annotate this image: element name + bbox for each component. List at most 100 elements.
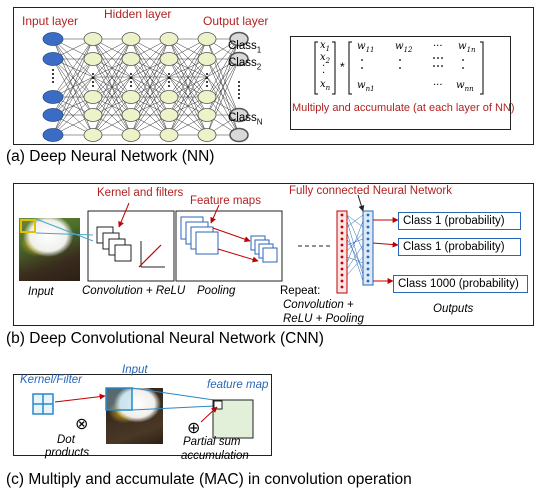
fc-connection bbox=[346, 232, 364, 282]
nn-connection bbox=[168, 38, 208, 98]
nn-classN-label: ClassN bbox=[228, 112, 263, 127]
nn-connection bbox=[206, 38, 240, 78]
fc-neuron bbox=[366, 231, 370, 235]
fc-neuron bbox=[366, 213, 370, 217]
nn-connection bbox=[130, 96, 170, 136]
nn-neuron bbox=[83, 108, 103, 122]
nn-neuron bbox=[83, 32, 103, 46]
nn-neuron bbox=[83, 90, 103, 104]
nn-connection bbox=[130, 76, 170, 136]
cnn-fc-label: Fully connected Neural Network bbox=[289, 185, 452, 197]
fc-connection bbox=[346, 238, 364, 270]
nn-connection bbox=[52, 76, 94, 116]
w11: w11 bbox=[357, 41, 375, 54]
fc-neuron bbox=[366, 279, 370, 283]
nn-class1-label: Class1 bbox=[228, 40, 262, 55]
nn-neuron bbox=[229, 107, 249, 123]
nn-connection bbox=[92, 58, 132, 98]
cnn-diagram bbox=[35, 194, 399, 294]
nn-hidden-layer-label: Hidden layer bbox=[104, 7, 172, 21]
nn-connection bbox=[130, 38, 170, 78]
matrix-dots bbox=[361, 57, 464, 69]
nn-neuron bbox=[159, 52, 179, 66]
nn-connection bbox=[52, 76, 94, 136]
nn-connection bbox=[206, 58, 240, 136]
fc-connection bbox=[346, 214, 364, 252]
fc-neuron bbox=[366, 219, 370, 223]
nn-connection bbox=[52, 38, 94, 78]
cnn-class-box-1: Class 1 (probability) bbox=[398, 212, 521, 230]
fc-neuron bbox=[366, 225, 370, 229]
cnn-class-box-1000: Class 1000 (probability) bbox=[393, 275, 528, 293]
fc-connection bbox=[346, 214, 364, 228]
mac-diagram bbox=[32, 387, 254, 439]
cnn-kernel-label: Kernel and filters bbox=[97, 187, 184, 199]
fc-connection bbox=[346, 220, 364, 276]
nn-connection bbox=[92, 38, 132, 116]
otimes-icon: ⊗ bbox=[75, 416, 89, 433]
fc-connection bbox=[346, 238, 364, 246]
x-dot2: · bbox=[322, 68, 326, 79]
nn-class2-label: Class2 bbox=[228, 57, 262, 72]
cnn-input-label: Input bbox=[28, 286, 54, 298]
fc-neuron bbox=[366, 273, 370, 277]
nn-connection bbox=[92, 38, 132, 98]
nn-connection bbox=[92, 76, 132, 116]
fc-neuron bbox=[340, 249, 344, 253]
cnn-repeat-line2: Convolution + bbox=[283, 299, 354, 311]
nn-connection bbox=[168, 58, 208, 136]
fc-connection bbox=[346, 256, 364, 264]
nn-connection bbox=[92, 38, 132, 78]
fc-neuron bbox=[340, 279, 344, 283]
nn-neuron bbox=[121, 52, 141, 66]
times-sign: * bbox=[340, 60, 345, 74]
cnn-outputs-label: Outputs bbox=[433, 303, 474, 315]
cnn-pooling-label: Pooling bbox=[197, 285, 236, 297]
nn-neuron bbox=[42, 128, 64, 142]
nn-neuron bbox=[197, 108, 217, 122]
cnn-repeat-line3: ReLU + Pooling bbox=[283, 313, 364, 325]
nn-neuron bbox=[197, 32, 217, 46]
nn-neuron bbox=[229, 51, 249, 67]
nn-connection bbox=[130, 58, 170, 136]
nn-input-layer-label: Input layer bbox=[22, 14, 79, 28]
nn-neuron bbox=[229, 31, 249, 47]
nn-connection bbox=[168, 58, 208, 98]
fc-neuron bbox=[366, 255, 370, 259]
fc-neuron bbox=[366, 237, 370, 241]
cnn-input-patch bbox=[20, 219, 36, 233]
mac-partial-label: Partial sum bbox=[183, 436, 241, 448]
matrix-box bbox=[290, 36, 511, 130]
nn-connection bbox=[52, 58, 94, 98]
fc-neuron bbox=[340, 267, 344, 271]
nn-output-layer-label: Output layer bbox=[203, 14, 269, 28]
nn-neuron bbox=[159, 90, 179, 104]
fc-neuron bbox=[340, 237, 344, 241]
nn-neuron bbox=[229, 127, 249, 143]
mac-input-image bbox=[106, 388, 163, 444]
fc-neuron bbox=[366, 267, 370, 271]
cnn-conv-label: Convolution + ReLU bbox=[82, 285, 186, 297]
nn-neuron bbox=[121, 108, 141, 122]
nn-neuron bbox=[42, 90, 64, 104]
mac-dot-label: Dot bbox=[57, 434, 75, 446]
caption-c: (c) Multiply and accumulate (MAC) in con… bbox=[6, 471, 412, 488]
fc-neuron bbox=[340, 273, 344, 277]
nn-neuron bbox=[42, 52, 64, 66]
mac-input-label: Input bbox=[122, 364, 148, 376]
nn-neuron bbox=[121, 128, 141, 142]
nn-neuron bbox=[83, 52, 103, 66]
x2: x2 bbox=[320, 52, 331, 65]
nn-connection bbox=[130, 38, 170, 98]
fc-neuron bbox=[366, 249, 370, 253]
nn-connection bbox=[52, 96, 94, 136]
nn-neuron bbox=[83, 128, 103, 142]
nn-diagram bbox=[42, 31, 249, 143]
cnn-class-box-2: Class 1 (probability) bbox=[398, 238, 521, 256]
cnn-repeat-label: Repeat: bbox=[280, 285, 321, 297]
mac-feature-label: feature map bbox=[207, 379, 269, 391]
fc-neuron bbox=[340, 225, 344, 229]
mac-text: Multiply and accumulate (at each layer o… bbox=[292, 102, 515, 114]
nn-connection bbox=[168, 76, 208, 116]
nn-connection bbox=[52, 38, 94, 116]
